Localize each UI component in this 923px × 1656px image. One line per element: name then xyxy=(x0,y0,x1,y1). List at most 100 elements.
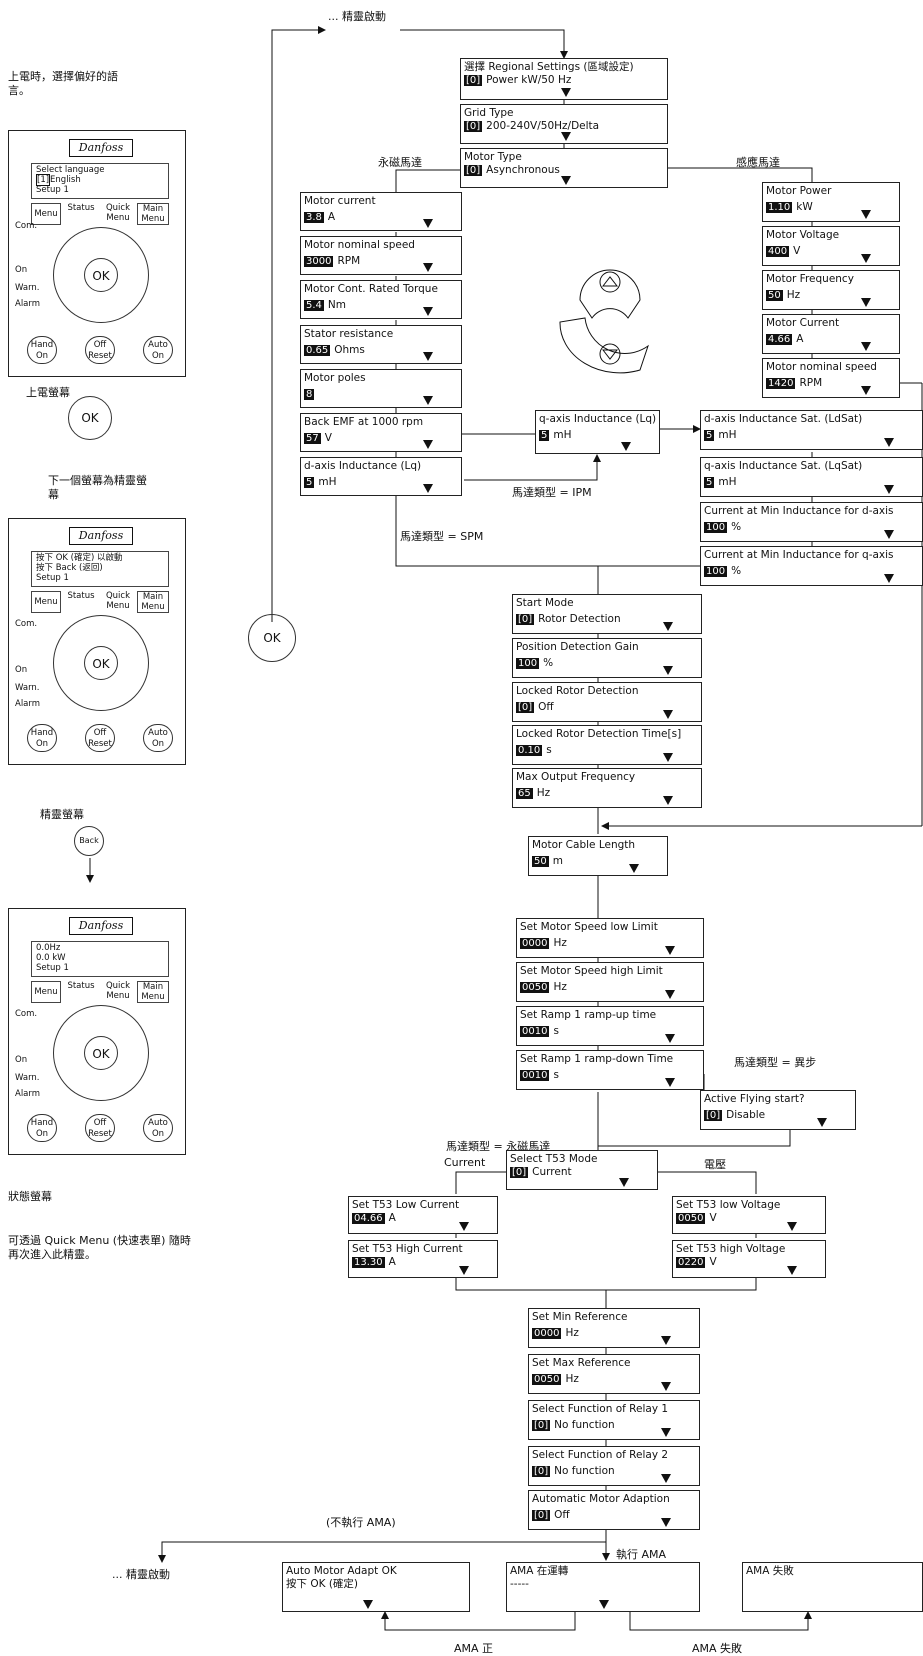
wizard-start-bottom: ... 精靈啟動 xyxy=(112,1566,170,1582)
main-menu-button[interactable]: Main Menu xyxy=(137,981,169,1003)
off-reset-button[interactable]: Off Reset xyxy=(85,724,115,752)
box-title: Motor Power xyxy=(766,185,831,197)
auto-on-button[interactable]: Auto On xyxy=(143,724,173,752)
quick-menu-button[interactable]: Quick Menu xyxy=(101,981,135,1003)
auto-on-button[interactable]: Auto On xyxy=(143,336,173,364)
ok-button[interactable]: OK xyxy=(84,258,118,292)
box-title: Motor current xyxy=(304,195,376,207)
main-menu-button[interactable]: Main Menu xyxy=(137,203,169,225)
t53-mode-box[interactable]: Select T53 Mode[0]Current xyxy=(506,1150,658,1190)
dropdown-icon xyxy=(661,1336,671,1345)
hand-on-button[interactable]: Hand On xyxy=(27,724,57,752)
off-reset-button[interactable]: Off Reset xyxy=(85,1114,115,1142)
box-unit: Disable xyxy=(726,1109,765,1121)
box-unit: mH xyxy=(553,429,571,441)
quick-menu-button[interactable]: Quick Menu xyxy=(101,591,135,613)
main-menu-button[interactable]: Main Menu xyxy=(137,591,169,613)
grid-type-box[interactable]: Grid Type[0]200-240V/50Hz/Delta xyxy=(460,104,668,144)
reference-box[interactable]: Select Function of Relay 2[0]No function xyxy=(528,1446,700,1486)
box-title: AMA 失敗 xyxy=(746,1565,794,1577)
ama-failed-box[interactable]: AMA 失敗 xyxy=(742,1562,923,1612)
box-title: Current at Min Inductance for q-axis xyxy=(704,549,894,561)
caption-wizard-screen: 精靈螢幕 xyxy=(40,806,84,822)
motor-type-box[interactable]: Motor Type[0]Asynchronous xyxy=(460,148,668,188)
com-indicator: Com. xyxy=(15,221,37,231)
box-unit: Rotor Detection xyxy=(538,613,620,625)
box-unit: kW xyxy=(796,201,812,213)
box-value: 50 xyxy=(532,856,549,867)
setup-label: Setup 1 xyxy=(36,963,164,973)
box-value: 0220 xyxy=(676,1257,705,1268)
box-value: 50 xyxy=(766,290,783,301)
danfoss-logo: Danfoss xyxy=(69,527,133,545)
dropdown-icon xyxy=(423,263,433,272)
status-button[interactable]: Status xyxy=(63,203,99,225)
ok-button-large[interactable]: OK xyxy=(68,396,112,440)
reference-box[interactable]: Automatic Motor Adaption[0]Off xyxy=(528,1490,700,1530)
menu-button[interactable]: Menu xyxy=(31,981,61,1003)
box-title: d-axis Inductance Sat. (LdSat) xyxy=(704,413,862,425)
dropdown-icon xyxy=(861,386,871,395)
box-unit: m xyxy=(553,855,563,867)
auto-on-button[interactable]: Auto On xyxy=(143,1114,173,1142)
status-button[interactable]: Status xyxy=(63,981,99,1003)
hand-on-button[interactable]: Hand On xyxy=(27,1114,57,1142)
quick-menu-button[interactable]: Quick Menu xyxy=(101,203,135,225)
reference-box[interactable]: Select Function of Relay 1[0]No function xyxy=(528,1400,700,1440)
hand-on-button[interactable]: Hand On xyxy=(27,336,57,364)
box-unit: Hz xyxy=(787,289,800,301)
dropdown-icon xyxy=(817,1118,827,1127)
flying-start-box[interactable]: Active Flying start?[0]Disable xyxy=(700,1090,856,1130)
regional-settings-box[interactable]: 選擇 Regional Settings (區域設定)[0]Power kW/5… xyxy=(460,58,668,100)
box-unit: A xyxy=(389,1256,396,1268)
warn-indicator: Warn. xyxy=(15,683,40,693)
box-unit: Ohms xyxy=(334,344,365,356)
control-param-box[interactable]: Start Mode[0]Rotor Detection xyxy=(512,594,702,634)
status-button[interactable]: Status xyxy=(63,591,99,613)
ok-loop-button[interactable]: OK xyxy=(248,614,296,662)
box-unit: Power kW/50 Hz xyxy=(486,74,571,86)
menu-button[interactable]: Menu xyxy=(31,591,61,613)
control-param-box[interactable]: Locked Rotor Detection[0]Off xyxy=(512,682,702,722)
ipm-label: 馬達類型 = IPM xyxy=(512,484,592,500)
dropdown-icon xyxy=(665,1078,675,1087)
ama-running-box[interactable]: AMA 在運轉----- xyxy=(506,1562,700,1612)
off-reset-button[interactable]: Off Reset xyxy=(85,336,115,364)
ok-button[interactable]: OK xyxy=(84,1036,118,1070)
ok-button[interactable]: OK xyxy=(84,646,118,680)
back-button-icon[interactable]: Back xyxy=(74,826,104,856)
lcp-panel-wizard: Danfoss 按下 OK (確定) 以啟動 按下 Back (返回) Setu… xyxy=(8,518,186,765)
